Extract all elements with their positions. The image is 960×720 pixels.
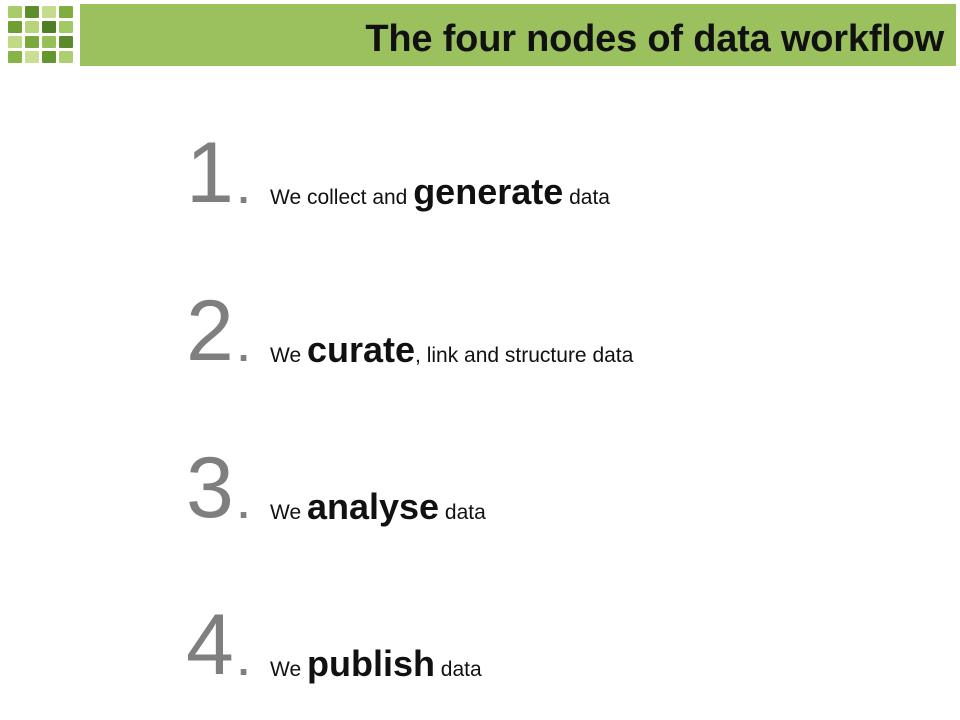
logo-tile	[25, 21, 39, 33]
header-band: The four nodes of data workflow	[80, 4, 956, 66]
step-text-post: data	[439, 501, 486, 524]
step-number: 3	[186, 440, 234, 536]
step-text-emphasis: generate	[413, 171, 564, 212]
step-dot: .	[238, 640, 250, 684]
step-dot: .	[238, 326, 250, 370]
logo-tile	[8, 21, 22, 33]
step-number: 4	[186, 597, 234, 693]
step-text-emphasis: analyse	[306, 486, 440, 527]
logo-tile	[59, 36, 73, 48]
step-text: We publish data	[270, 646, 482, 682]
logo-tile	[42, 36, 56, 48]
step-text-pre: We collect and	[270, 186, 414, 209]
logo-tile	[8, 51, 22, 63]
logo-tile	[8, 36, 22, 48]
logo-tile	[42, 51, 56, 63]
step-number: 2	[186, 283, 234, 379]
step-text-pre: We	[270, 501, 307, 524]
logo-tile	[8, 6, 22, 18]
logo-tile	[25, 51, 39, 63]
step-text-post: , link and structure data	[415, 344, 634, 367]
step-text-post: data	[434, 658, 482, 681]
logo-tile	[42, 21, 56, 33]
logo-tile	[59, 51, 73, 63]
step-text: We collect and generate data	[270, 174, 610, 210]
step-text: We analyse data	[270, 489, 486, 525]
slide-title: The four nodes of data workflow	[365, 18, 944, 60]
step-dot: .	[238, 168, 250, 212]
logo-tile	[25, 36, 39, 48]
step-text-emphasis: publish	[306, 643, 435, 684]
step-number: 1	[186, 125, 234, 221]
step-text-pre: We	[270, 344, 307, 367]
step-text-pre: We	[270, 658, 307, 681]
logo-tile	[59, 6, 73, 18]
logo-tile	[25, 6, 39, 18]
logo-tile	[42, 6, 56, 18]
step-text-post: data	[563, 186, 610, 209]
step-dot: .	[238, 483, 250, 527]
step-text-emphasis: curate	[306, 329, 416, 370]
step-text: We curate, link and structure data	[270, 332, 633, 368]
logo-tile	[59, 21, 73, 33]
mosaic-logo-icon	[8, 6, 76, 66]
